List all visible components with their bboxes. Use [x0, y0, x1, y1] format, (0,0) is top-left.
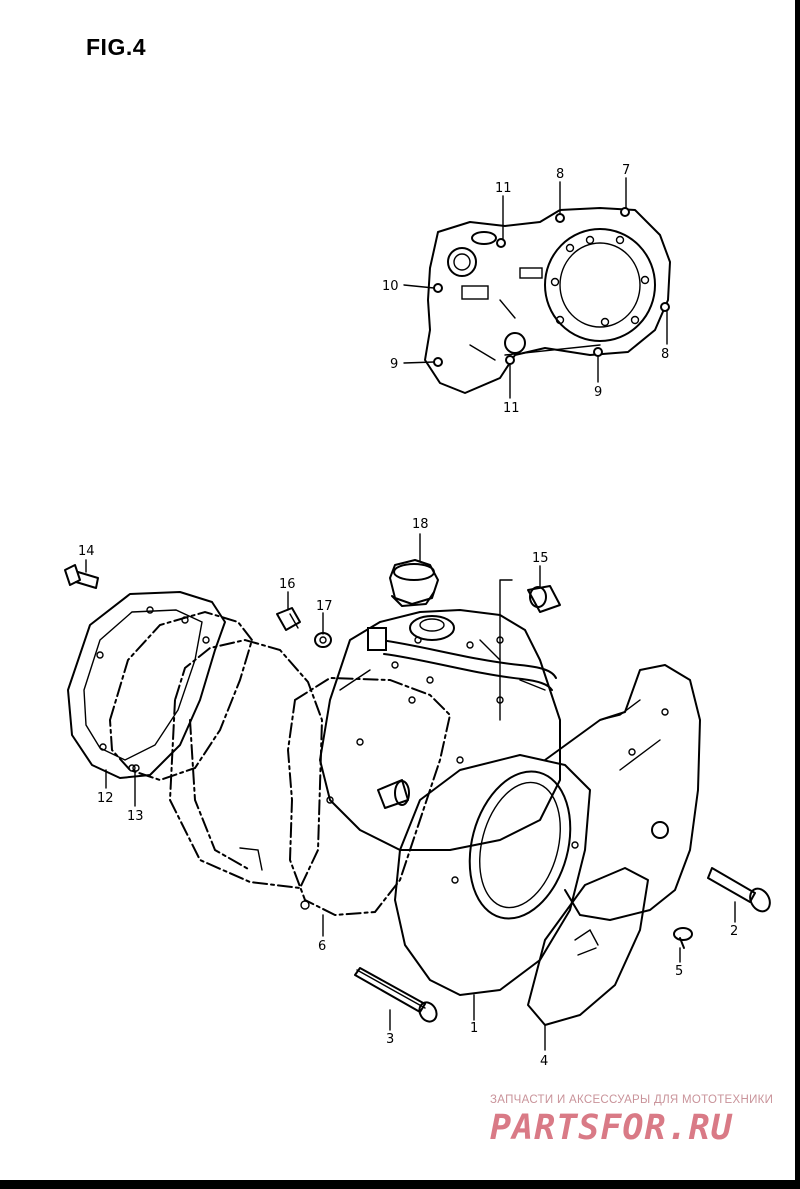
- plate-13: [108, 610, 254, 782]
- callout-8-right: 8: [661, 347, 669, 362]
- callout-7: 7: [622, 163, 630, 178]
- callout-9-left: 9: [390, 357, 398, 372]
- watermark-brand: PARTSFOR.RU: [490, 1108, 733, 1148]
- cover-plate-4: [527, 867, 649, 1026]
- bottom-border: [0, 1180, 800, 1189]
- right-crankcase-cover: [544, 664, 701, 921]
- callout-4: 4: [540, 1054, 548, 1069]
- washer-17: [314, 632, 332, 648]
- right-border: [795, 0, 800, 1189]
- lower-leader-lines: [85, 533, 736, 1051]
- callout-9-bottom: 9: [594, 385, 602, 400]
- bolt-16: [276, 607, 301, 631]
- callout-1: 1: [470, 1021, 478, 1036]
- callout-11-top: 11: [495, 181, 512, 196]
- bolt-3: [354, 967, 438, 1023]
- gasket-12: [67, 591, 226, 779]
- filler-cap-18: [389, 559, 439, 607]
- callout-2: 2: [730, 924, 738, 939]
- upper-leader-lines: [403, 177, 668, 399]
- callout-11-bottom: 11: [503, 401, 520, 416]
- callout-16: 16: [279, 577, 296, 592]
- callout-14: 14: [78, 544, 95, 559]
- crankcase-cover-gasket: [424, 207, 671, 394]
- screw-5: [673, 927, 693, 949]
- callout-3: 3: [386, 1032, 394, 1047]
- callout-15: 15: [532, 551, 549, 566]
- callout-18: 18: [412, 517, 429, 532]
- callout-12: 12: [97, 791, 114, 806]
- stator-housing: [168, 638, 324, 890]
- callout-17: 17: [316, 599, 333, 614]
- bolt-2: [707, 867, 771, 913]
- bolt-14: [64, 564, 99, 589]
- figure-title: FIG.4: [86, 34, 147, 60]
- dowel-15: [499, 579, 561, 721]
- side-cover-1: [394, 754, 591, 996]
- callout-5: 5: [675, 964, 683, 979]
- crankcase: [319, 609, 561, 851]
- callout-10: 10: [382, 279, 399, 294]
- callout-13: 13: [127, 809, 144, 824]
- watermark-subtitle: ЗАПЧАСТИ И АКСЕССУАРЫ ДЛЯ МОТОТЕХНИКИ: [490, 1094, 774, 1106]
- callout-6: 6: [318, 939, 326, 954]
- callout-labels: 11 8 7 10 9 8 9 11 18 14 15 16 17 12 13 …: [78, 163, 738, 1069]
- breather-hose: [367, 627, 557, 691]
- callout-8-top: 8: [556, 167, 564, 182]
